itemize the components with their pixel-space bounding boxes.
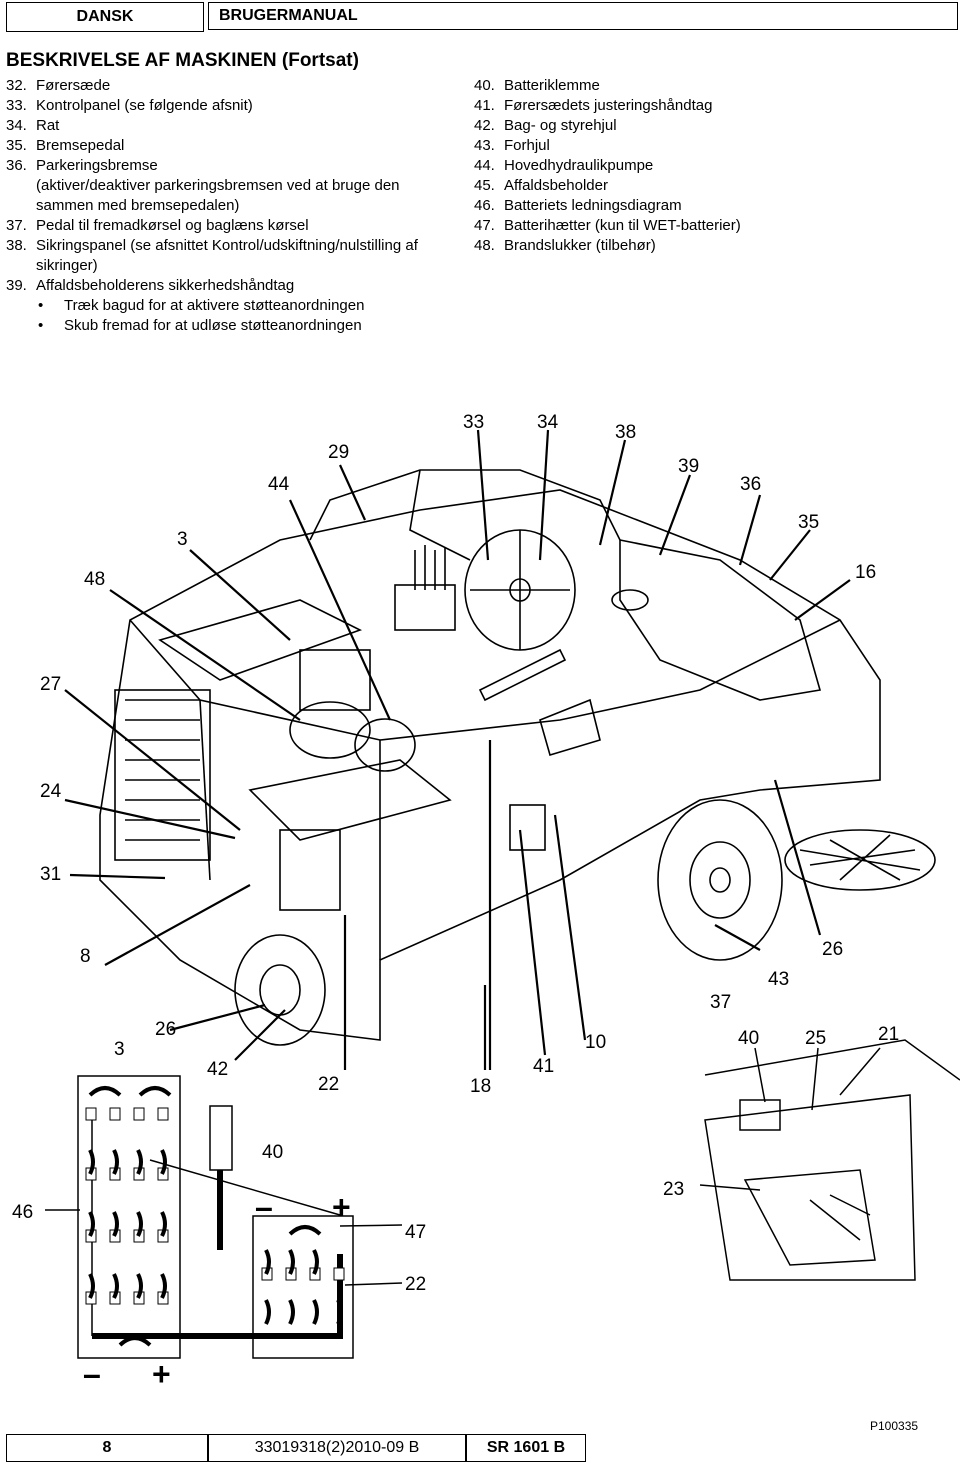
list-item: 39.Affaldsbeholderens sikkerhedshåndtag: [6, 277, 295, 294]
left-item-list: 32.Førersæde 33.Kontrolpanel (se følgend…: [6, 76, 466, 336]
callout-label: 25: [805, 1028, 826, 1049]
callout-label: 26: [155, 1019, 176, 1040]
figure-reference: P100335: [870, 1419, 919, 1433]
battery-plus-label: +: [332, 1189, 351, 1225]
list-item: 47.Batterihætter (kun til WET-batterier): [474, 217, 741, 234]
callout-label: 43: [768, 969, 789, 990]
list-item: 42.Bag- og styrehjul: [474, 117, 617, 134]
bullet-item: Skub fremad for at udløse støtteanordnin…: [6, 316, 466, 336]
callout-label: 38: [615, 422, 636, 443]
callout-label: 16: [855, 562, 876, 583]
list-item-continuation: sikringer): [36, 257, 98, 274]
battery-minus-label: –: [83, 1356, 101, 1392]
list-item: 44.Hovedhydraulikpumpe: [474, 157, 654, 174]
callout-label: 8: [80, 946, 91, 967]
callout-label: 21: [878, 1024, 899, 1045]
callout-label: 22: [405, 1274, 426, 1295]
callout-label: 40: [738, 1028, 759, 1049]
page-header: DANSK BRUGERMANUAL: [0, 0, 960, 36]
callout-label: 46: [12, 1202, 33, 1223]
battery-minus-label: –: [255, 1189, 273, 1225]
callout-label: 3: [177, 529, 188, 550]
callout-label: 41: [533, 1056, 554, 1077]
document-number: 33019318(2)2010-09 B: [208, 1434, 466, 1462]
callout-label: 47: [405, 1222, 426, 1243]
callout-label: 48: [84, 569, 105, 590]
list-item: 38.Sikringspanel (se afsnittet Kontrol/u…: [6, 237, 418, 254]
list-item: 48.Brandslukker (tilbehør): [474, 237, 656, 254]
list-item: 41.Førersædets justeringshåndtag: [474, 97, 713, 114]
callout-label: 24: [40, 781, 62, 802]
right-item-list: 40.Batteriklemme 41.Førersædets justerin…: [474, 76, 954, 256]
header-doc-type: BRUGERMANUAL: [208, 2, 958, 30]
list-item: 36.Parkeringsbremse: [6, 157, 158, 174]
callout-label: 44: [268, 474, 290, 495]
callout-label: 26: [822, 939, 843, 960]
list-item-continuation: (aktiver/deaktiver parkeringsbremsen ved…: [36, 177, 400, 194]
list-item: 43.Forhjul: [474, 137, 550, 154]
callout-label: 33: [463, 412, 484, 433]
callout-label: 37: [710, 992, 731, 1013]
callout-label: 34: [537, 412, 559, 433]
list-item: 45.Affaldsbeholder: [474, 177, 608, 194]
page-footer: 8 33019318(2)2010-09 B SR 1601 B: [6, 1434, 960, 1462]
callout-label: 39: [678, 456, 699, 477]
list-item: 46.Batteriets ledningsdiagram: [474, 197, 682, 214]
list-item: 40.Batteriklemme: [474, 77, 600, 94]
list-item: 34.Rat: [6, 117, 60, 134]
callout-label: 27: [40, 674, 61, 695]
callout-label: 40: [262, 1142, 283, 1163]
callout-label: 22: [318, 1074, 339, 1095]
battery-plus-label: +: [152, 1356, 171, 1392]
callout-label: 23: [663, 1179, 684, 1200]
list-item: 35.Bremsepedal: [6, 137, 125, 154]
header-language: DANSK: [6, 2, 204, 32]
list-item: 37.Pedal til fremadkørsel og baglæns kør…: [6, 217, 309, 234]
list-item-continuation: sammen med bremsepedalen): [36, 197, 240, 214]
callout-label: 10: [585, 1032, 606, 1053]
callout-label: 29: [328, 442, 349, 463]
section-title: BESKRIVELSE AF MASKINEN (Fortsat): [6, 50, 359, 71]
callout-label: 35: [798, 512, 819, 533]
callout-label: 18: [470, 1076, 491, 1097]
list-item: 32.Førersæde: [6, 77, 111, 94]
callout-label: 36: [740, 474, 761, 495]
callout-label: 42: [207, 1059, 228, 1080]
page-number: 8: [6, 1434, 208, 1462]
list-item: 33.Kontrolpanel (se følgende afsnit): [6, 97, 253, 114]
machine-illustration: 33 34 38 29 39 44 36 35 3 48 16 27 24 31…: [12, 412, 960, 1392]
callout-label: 31: [40, 864, 61, 885]
callout-label: 3: [114, 1039, 125, 1060]
model-name: SR 1601 B: [466, 1434, 586, 1462]
bullet-item: Træk bagud for at aktivere støtteanordni…: [6, 296, 466, 316]
